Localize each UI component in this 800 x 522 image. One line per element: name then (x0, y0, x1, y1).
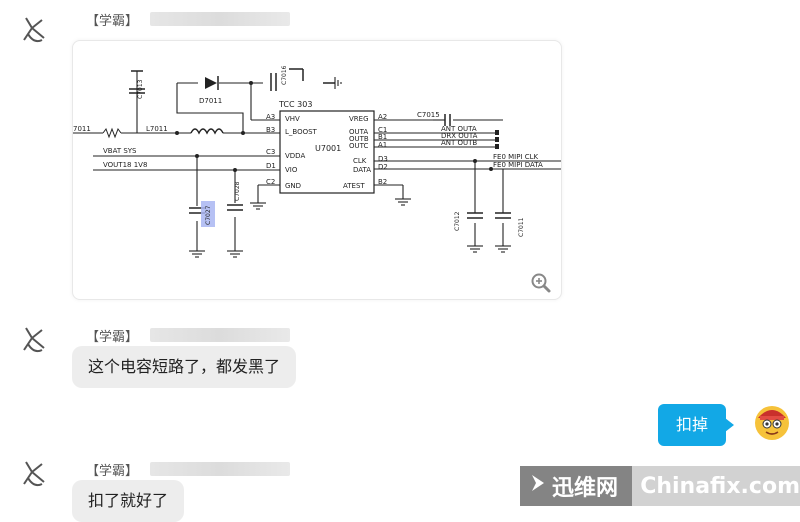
net-mipi-data: FE0 MIPI DATA (493, 161, 543, 169)
svg-text:VREG: VREG (349, 115, 369, 123)
right-pin-names: VREG OUTA OUTB OUTC CLK DATA ATEST (343, 115, 371, 190)
sender-avatar[interactable] (18, 324, 50, 356)
net-vout18: VOUT18 1V8 (103, 161, 147, 169)
svg-text:B3: B3 (266, 126, 275, 134)
watermark-cn: 迅维网 (552, 476, 619, 501)
svg-text:A1: A1 (378, 141, 387, 149)
left-net-cut-label: 7011 (73, 125, 91, 133)
resistor (102, 127, 122, 139)
svg-text:VDDA: VDDA (285, 152, 305, 160)
svg-text:OUTA: OUTA (349, 128, 368, 136)
part-c7011: C7011 (518, 217, 525, 237)
net-ant-outa: ANT OUTA (441, 125, 477, 133)
svg-text:B1: B1 (378, 133, 387, 141)
svg-text:CLK: CLK (353, 157, 367, 165)
chip-body (279, 110, 375, 194)
sender-name-blurred (150, 462, 290, 476)
svg-text:D3: D3 (378, 155, 388, 163)
left-pin-names: VHV L_BOOST VDDA VIO GND (285, 115, 318, 190)
cap-c7015 (444, 114, 451, 126)
svg-text:A3: A3 (266, 113, 275, 121)
svg-text:L_BOOST: L_BOOST (285, 128, 318, 136)
svg-text:OUTB: OUTB (349, 135, 369, 143)
left-pin-numbers: A3 B3 C3 D1 C2 (266, 113, 276, 186)
cartoon-avatar-icon (755, 406, 789, 440)
chip-ref-label: U7001 (315, 144, 341, 153)
sender-avatar[interactable] (18, 14, 50, 46)
part-c7012: C7012 (454, 211, 461, 231)
user-avatar-icon (23, 327, 45, 353)
highlighted-cap-c7027 (201, 201, 215, 227)
part-c7013: C7013 (137, 79, 144, 99)
schematic-image[interactable]: TCC 303 U7001 VHV L_BOOST VDDA VIO GND A… (72, 40, 562, 300)
user-avatar-icon (23, 17, 45, 43)
my-message-bubble: 扣掉 (658, 404, 735, 446)
net-vbat-sys: VBAT SYS (103, 147, 137, 155)
diode-d7011 (205, 76, 219, 90)
svg-text:GND: GND (285, 182, 301, 190)
message-bubble: 扣了就好了 (72, 480, 185, 522)
svg-text:DATA: DATA (353, 166, 371, 174)
sender-tag: 【学霸】 (86, 464, 139, 479)
svg-text:OUTC: OUTC (349, 142, 368, 150)
my-avatar[interactable] (752, 402, 792, 442)
net-drx-outa: DRX OUTA (441, 132, 478, 140)
sender-avatar[interactable] (18, 458, 50, 490)
svg-text:D1: D1 (266, 162, 276, 170)
message-bubble: 这个电容短路了，都发黑了 (72, 346, 297, 388)
site-watermark: 迅维网 Chinafix.com (520, 466, 800, 506)
user-avatar-icon (23, 461, 45, 487)
watermark-logo: 迅维网 (520, 466, 633, 506)
sender-tag: 【学霸】 (86, 14, 139, 29)
inductor-l7011 (190, 128, 224, 135)
svg-text:D2: D2 (378, 163, 388, 171)
svg-text:VIO: VIO (285, 166, 298, 174)
net-mipi-clk: FE0 MIPI CLK (493, 153, 539, 161)
svg-text:ATEST: ATEST (343, 182, 365, 190)
ground-symbols (189, 77, 511, 258)
cap-c7013 (129, 70, 145, 94)
zoom-in-icon (531, 273, 551, 293)
right-pin-numbers: A2 C1 B1 A1 D3 D2 B2 (378, 113, 388, 186)
svg-text:B2: B2 (378, 178, 387, 186)
part-c7027: C7027 (205, 205, 212, 225)
sender-tag: 【学霸】 (86, 330, 139, 345)
sender-name-blurred (150, 328, 290, 342)
svg-text:A2: A2 (378, 113, 387, 121)
watermark-en: Chinafix.com (640, 473, 800, 499)
net-ant-outb: ANT OUTB (441, 139, 477, 147)
cap-c7016 (270, 68, 335, 91)
schematic-diagram: TCC 303 U7001 VHV L_BOOST VDDA VIO GND A… (73, 65, 561, 293)
chip-part-label: TCC 303 (278, 100, 312, 109)
part-c7016: C7016 (281, 65, 288, 85)
svg-text:C3: C3 (266, 148, 275, 156)
part-l7011: L7011 (146, 125, 168, 133)
part-c7028: C7028 (234, 181, 241, 201)
part-d7011: D7011 (199, 97, 222, 105)
watermark-arrow-icon (530, 473, 546, 499)
schematic-wires (73, 71, 561, 251)
svg-text:VHV: VHV (285, 115, 300, 123)
sender-name-blurred (150, 12, 290, 26)
svg-text:C1: C1 (378, 126, 387, 134)
svg-text:C2: C2 (266, 178, 275, 186)
part-c7015: C7015 (417, 111, 440, 119)
